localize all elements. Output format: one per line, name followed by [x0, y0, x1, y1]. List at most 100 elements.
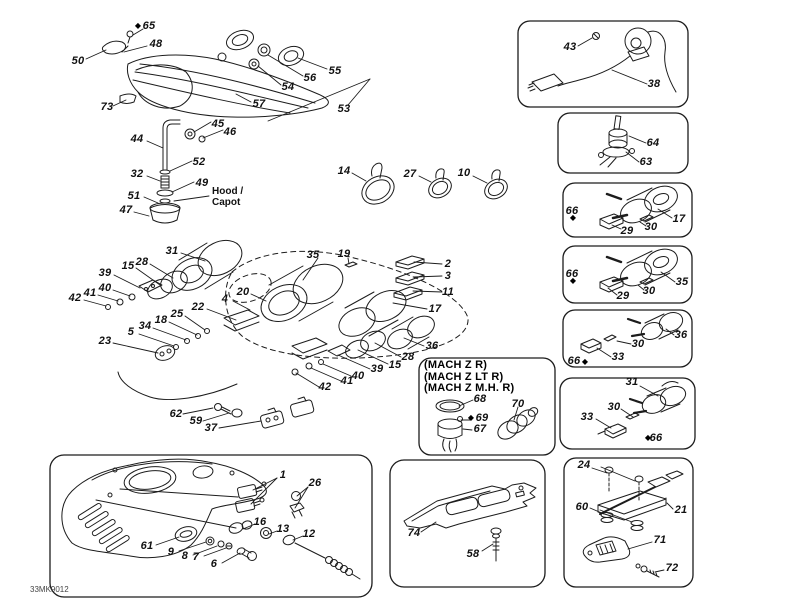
callout-1: 1	[279, 469, 287, 481]
callout-26: 26	[308, 477, 322, 489]
box-gauge-36	[562, 309, 693, 368]
loctite-icon: ◆	[644, 433, 652, 442]
callout-39: 39	[98, 267, 112, 279]
callout-22: 22	[191, 301, 205, 313]
callout-42: 42	[318, 381, 332, 393]
callout-66: 66	[565, 205, 579, 217]
catalog-code: 33MK9012	[30, 585, 69, 594]
gauge-17-art	[599, 185, 678, 230]
hood-deflector-art	[101, 30, 137, 104]
callout-55: 55	[328, 65, 342, 77]
panel-boxes	[49, 20, 696, 598]
callout-42: 42	[68, 292, 82, 304]
callout-54: 54	[281, 81, 295, 93]
callout-32: 32	[130, 168, 144, 180]
callout-39: 39	[370, 363, 384, 375]
callout-17: 17	[428, 303, 442, 315]
callout-53: 53	[337, 103, 351, 115]
callout-36: 36	[674, 329, 688, 341]
callout-30: 30	[631, 338, 645, 350]
callout-18: 18	[154, 314, 168, 326]
callout-5: 5	[127, 326, 135, 338]
callout-7: 7	[192, 551, 200, 563]
callout-64: 64	[646, 137, 660, 149]
box-console	[49, 454, 373, 598]
gauge-35-art	[599, 248, 678, 293]
callout-70: 70	[511, 398, 525, 410]
callout-21: 21	[674, 504, 688, 516]
callout-14: 14	[337, 165, 351, 177]
callout-62: 62	[169, 408, 183, 420]
console-art	[61, 458, 361, 580]
box-plate	[389, 459, 546, 588]
hood-label-line1: Hood /	[212, 186, 244, 197]
callout-60: 60	[575, 501, 589, 513]
callout-17: 17	[672, 213, 686, 225]
callout-52: 52	[192, 156, 206, 168]
callout-10: 10	[457, 167, 471, 179]
callout-30: 30	[607, 401, 621, 413]
loctite-icon: ◆	[134, 21, 142, 30]
callout-33: 33	[611, 351, 625, 363]
box-dimmer-switch	[517, 20, 689, 108]
variant-label: (MACH Z R) (MACH Z LT R) (MACH Z M.H. R)	[424, 359, 515, 395]
fuel-gauge-art	[435, 399, 539, 453]
callout-72: 72	[665, 562, 679, 574]
callout-20: 20	[236, 286, 250, 298]
callout-50: 50	[71, 55, 85, 67]
variant-line2: (MACH Z LT R)	[424, 370, 504, 383]
callout-46: 46	[223, 126, 237, 138]
cable-clamps-art	[361, 162, 508, 205]
leader-lines	[83, 28, 676, 573]
loctite-icon: ◆	[569, 213, 577, 222]
gauge-31-art	[597, 381, 687, 439]
callout-67: 67	[473, 423, 487, 435]
callout-29: 29	[616, 290, 630, 302]
callout-9: 9	[167, 546, 175, 558]
callout-28: 28	[401, 351, 415, 363]
callout-69: 69	[475, 412, 489, 424]
callout-16: 16	[253, 516, 267, 528]
callout-59: 59	[189, 415, 203, 427]
callout-56: 56	[303, 72, 317, 84]
gauge-cluster-art	[105, 239, 435, 429]
box-gauge-35	[562, 245, 693, 304]
variant-line1: (MACH Z R)	[424, 359, 488, 371]
callout-3: 3	[444, 270, 452, 282]
callout-63: 63	[639, 156, 653, 168]
callout-41: 41	[83, 287, 97, 299]
dimmer-switch-art	[527, 27, 677, 93]
callout-35: 35	[306, 249, 320, 261]
callout-34: 34	[138, 320, 152, 332]
callout-49: 49	[195, 177, 209, 189]
callout-44: 44	[130, 133, 144, 145]
callout-48: 48	[149, 38, 163, 50]
callout-58: 58	[466, 548, 480, 560]
callout-71: 71	[653, 534, 667, 546]
box-bracket	[563, 457, 694, 588]
callout-2: 2	[444, 258, 452, 270]
loctite-icon: ◆	[581, 357, 589, 366]
hood-label: Hood / Capot	[212, 186, 243, 208]
ignition-switch-art	[598, 115, 635, 168]
bracket-plate-art	[403, 482, 537, 562]
callout-29: 29	[620, 225, 634, 237]
callout-31: 31	[625, 376, 639, 388]
callout-25: 25	[170, 308, 184, 320]
box-gauge-31	[559, 377, 696, 450]
callout-33: 33	[580, 411, 594, 423]
variant-line3: (MACH Z M.H. R)	[424, 382, 515, 394]
callout-57: 57	[252, 98, 266, 110]
callout-68: 68	[473, 393, 487, 405]
callout-74: 74	[407, 527, 421, 539]
callout-13: 13	[276, 523, 290, 535]
callout-30: 30	[642, 285, 656, 297]
box-gauge-17	[562, 182, 693, 238]
callout-24: 24	[577, 459, 591, 471]
mounting-bracket-art	[582, 466, 684, 578]
callout-43: 43	[563, 41, 577, 53]
callout-66: 66	[565, 268, 579, 280]
callout-73: 73	[100, 101, 114, 113]
